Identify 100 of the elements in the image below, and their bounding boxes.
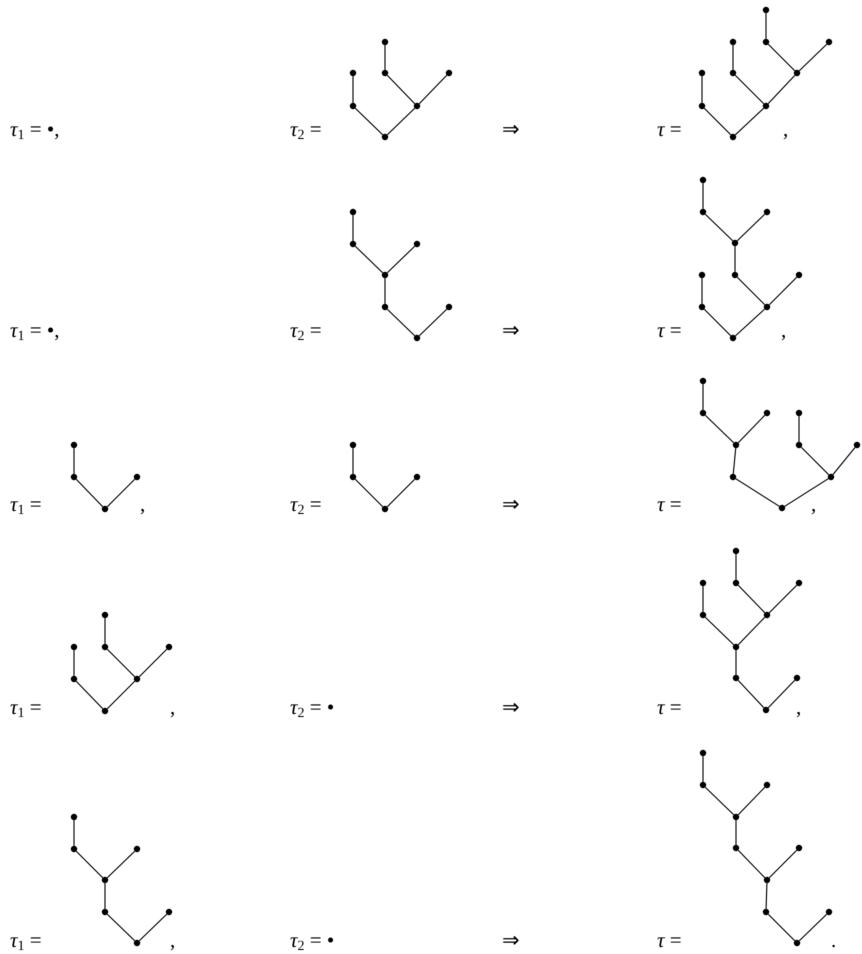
tree-edge	[386, 478, 416, 508]
tree-vertex	[764, 612, 770, 618]
tree-edge	[106, 914, 136, 942]
tree-vertex	[700, 750, 706, 756]
tree-edge	[734, 74, 764, 104]
tree-edge	[800, 446, 830, 476]
tree-edge	[768, 914, 796, 942]
tree-edge	[798, 914, 828, 942]
tree-vertex	[854, 442, 860, 448]
tree-edge	[738, 850, 766, 878]
tree-vertex	[350, 442, 356, 448]
tree-edge	[704, 786, 734, 816]
math-text: ,	[140, 492, 146, 516]
tree-vertex	[102, 708, 108, 714]
math-text: τ$_{1}$ =	[10, 492, 42, 516]
tree-vertex	[698, 272, 706, 278]
math-text: τ$_{1}$ =	[10, 928, 42, 952]
tree-edge	[418, 308, 448, 336]
tree-edge	[106, 680, 136, 710]
tree-vertex	[730, 38, 736, 46]
tree-edge	[738, 414, 766, 444]
math-text: τ$_{2}$ = •	[290, 695, 334, 719]
tree-vertex	[134, 676, 140, 682]
tree-edge	[701, 278, 703, 304]
tree-edge	[73, 820, 75, 846]
tree-edge	[734, 246, 736, 272]
tree-vertex	[794, 70, 800, 76]
tree-vertex	[700, 410, 706, 416]
tree-edge	[104, 883, 106, 909]
tree-edge	[702, 586, 704, 612]
tree-edge	[832, 447, 856, 475]
tree-edge	[704, 414, 734, 444]
math-text: τ$_{2}$ =	[290, 117, 322, 141]
tree-vertex	[732, 442, 740, 448]
tree-vertex	[730, 70, 736, 76]
tree-edge	[768, 584, 798, 614]
tree-vertex	[828, 474, 834, 480]
tree-vertex	[762, 102, 770, 110]
tree-edge	[734, 108, 764, 136]
tree-vertex	[700, 580, 706, 586]
math-text: ⇒	[502, 117, 520, 141]
math-text: τ$_{2}$ = •	[290, 928, 334, 952]
tree-edge	[768, 680, 796, 708]
tree-vertex	[382, 134, 388, 140]
tree-vertex	[102, 612, 108, 618]
tree-vertex	[446, 304, 452, 310]
tree-vertex	[732, 844, 740, 852]
tree-edge	[384, 278, 386, 304]
math-text: τ$_{1}$ =	[10, 695, 42, 719]
tree-vertex	[764, 304, 770, 310]
tree-edge	[784, 478, 829, 507]
tree-edge	[354, 246, 384, 274]
math-text: ⇒	[502, 928, 520, 952]
tree-edge	[104, 618, 106, 644]
tree-vertex	[700, 378, 706, 384]
math-text: τ =	[657, 318, 682, 342]
tree-vertex	[796, 410, 802, 416]
tree-edge	[386, 246, 416, 274]
tree-edge	[704, 108, 732, 136]
tree-vertex	[70, 846, 78, 852]
tree-edge	[768, 44, 796, 72]
tree-edge	[76, 478, 104, 508]
tree-vertex	[730, 134, 736, 140]
math-text: ,	[811, 492, 816, 516]
tree-vertex	[732, 644, 740, 650]
tree-edge	[735, 650, 737, 675]
tree-vertex	[102, 908, 108, 916]
tree-edge	[106, 478, 136, 508]
tree-edge	[738, 786, 766, 816]
tree-edge	[766, 883, 768, 909]
tree-vertex	[382, 38, 388, 46]
tree-edge	[386, 308, 416, 336]
tree-vertex	[730, 474, 736, 480]
math-text: ⇒	[502, 318, 520, 342]
tree-vertex	[732, 814, 740, 820]
tree-vertex	[382, 506, 388, 512]
tree-edge	[106, 648, 136, 678]
tree-vertex	[70, 644, 78, 650]
tree-edge	[384, 45, 386, 70]
tree-vertex	[762, 6, 770, 14]
tree-vertex	[794, 674, 800, 682]
tree-vertex	[382, 70, 388, 76]
tree-vertex	[134, 940, 140, 946]
tree-vertex	[350, 474, 356, 480]
tree-edge	[76, 850, 104, 878]
tree-vertex	[796, 580, 802, 586]
tree-edge	[418, 74, 448, 104]
tree-vertex	[350, 102, 356, 110]
tree-edge	[352, 448, 354, 474]
tree-vertex	[700, 782, 706, 788]
tree-edge	[738, 616, 766, 646]
tree-vertex	[350, 240, 356, 248]
tree-vertex	[382, 272, 388, 278]
tree-vertex	[414, 102, 420, 110]
tree-vertex	[102, 644, 108, 650]
tree-vertex	[102, 876, 108, 884]
tree-edge	[738, 680, 764, 708]
tree-edge	[352, 215, 354, 241]
tree-edge	[73, 448, 75, 474]
math-text: .	[831, 928, 836, 952]
